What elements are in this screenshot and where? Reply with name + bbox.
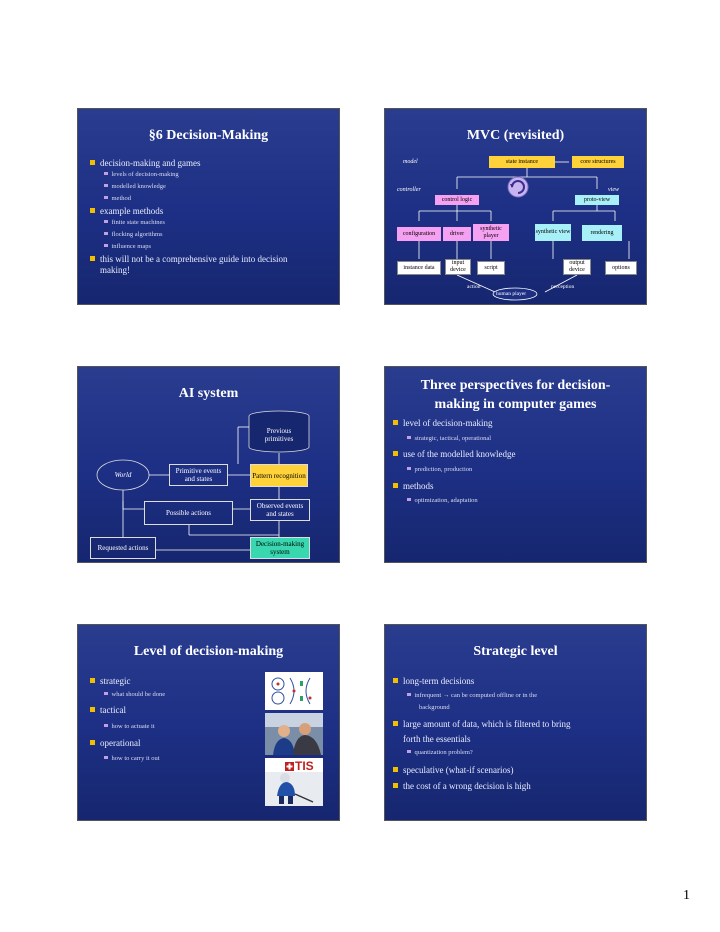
bullet-item: this will not be a comprehensive guide i… (90, 254, 287, 265)
slide-level-of-decision-making: Level of decision-making strategic what … (77, 624, 340, 821)
sub-bullet-item: method (104, 195, 131, 203)
options-box: options (605, 261, 637, 275)
sub-bullet-item: modelled knowledge (104, 183, 166, 191)
sub-bullet-continuation: background (419, 704, 450, 711)
requested-actions-box: Requested actions (90, 537, 156, 559)
sub-bullet-item: infrequent → can be computed offline or … (407, 692, 537, 700)
play-diagram-image (265, 672, 323, 710)
slide-title: Level of decision-making (133, 644, 284, 659)
controller-label: controller (397, 187, 421, 193)
bullet-item: decision-making and games (90, 158, 200, 169)
sub-bullet-item: quantization problem? (407, 749, 473, 757)
observed-events-box: Observed events and states (250, 499, 310, 521)
proto-view-box: proto-view (575, 195, 619, 205)
sub-bullet-item: how to actuate it (104, 723, 155, 731)
mvc-connectors (418, 161, 630, 301)
driver-box: driver (443, 227, 471, 241)
world-label: World (114, 471, 132, 479)
output-device-box: output device (563, 259, 591, 275)
slide-title: Strategic level (473, 644, 558, 659)
sub-bullet-item: finite state machines (104, 219, 165, 227)
configuration-box: configuration (397, 227, 441, 241)
decision-making-system-box: Decision-making system (250, 537, 310, 559)
slide-mvc: MVC (revisited) (384, 108, 647, 305)
bullet-item: tactical (90, 705, 126, 716)
input-device-box: input device (445, 259, 471, 275)
bullet-continuation: forth the essentials (403, 734, 471, 744)
primitive-events-box: Primitive events and states (169, 464, 228, 486)
control-logic-box: control logic (435, 195, 479, 205)
previous-primitives-label: Previous primitives (264, 427, 294, 443)
slide-title-line2: making in computer games (434, 397, 597, 412)
bullet-item: example methods (90, 206, 163, 217)
sub-bullet-item: strategic, tactical, operational (407, 435, 491, 443)
slide-title: AI system (178, 386, 239, 401)
instance-data-box: instance data (397, 261, 441, 275)
bullet-item: operational (90, 738, 140, 749)
sub-bullet-item: flocking algorithms (104, 231, 163, 239)
perception-label: perception (551, 284, 575, 290)
state-instance-box: state instance (489, 156, 555, 168)
view-label: view (608, 187, 619, 193)
ai-system-connectors (96, 410, 310, 551)
slide-title: §6 Decision-Making (148, 128, 269, 143)
page-number: 1 (683, 888, 690, 903)
hockey-player-photo: TIS (265, 758, 323, 806)
action-label: action (467, 284, 481, 290)
bullet-item: level of decision-making (393, 418, 492, 429)
sub-bullet-item: what should be done (104, 691, 165, 699)
sub-bullet-item: optimization, adaptation (407, 497, 478, 505)
core-structures-box: core structures (572, 156, 624, 168)
slide-title: MVC (revisited) (466, 128, 565, 143)
slide-decision-making: §6 Decision-Making decision-making and g… (77, 108, 340, 305)
bullet-item: large amount of data, which is filtered … (393, 719, 571, 730)
rendering-box: rendering (582, 225, 622, 241)
bullet-item: speculative (what-if scenarios) (393, 765, 513, 776)
bullet-item: methods (393, 481, 434, 492)
bullet-item: the cost of a wrong decision is high (393, 781, 531, 792)
synthetic-view-box: synthetic view (535, 224, 571, 241)
model-label: model (403, 159, 418, 165)
human-player-label: human player (496, 291, 527, 297)
photo-sign-text: TIS (295, 759, 314, 773)
sub-bullet-item: how to carry it out (104, 755, 160, 763)
possible-actions-box: Possible actions (144, 501, 233, 525)
script-box: script (477, 261, 505, 275)
sub-bullet-item: influence maps (104, 243, 151, 251)
slide-strategic-level: Strategic level long-term decisions infr… (384, 624, 647, 821)
bullet-item: use of the modelled knowledge (393, 449, 515, 460)
coaching-photo (265, 713, 323, 755)
sub-bullet-item: prediction, production (407, 466, 472, 474)
bullet-item: strategic (90, 676, 131, 687)
bullet-continuation: making! (100, 265, 130, 275)
synthetic-player-box: synthetic player (473, 224, 509, 241)
bullet-item: long-term decisions (393, 676, 474, 687)
slide-ai-system: AI system Previous primitives World Prim… (77, 366, 340, 563)
slide-title-line1: Three perspectives for decision- (420, 378, 611, 393)
slide-three-perspectives: Three perspectives for decision- making … (384, 366, 647, 563)
sub-bullet-item: levels of decision-making (104, 171, 179, 179)
pattern-recognition-box: Pattern recognition (250, 464, 308, 487)
